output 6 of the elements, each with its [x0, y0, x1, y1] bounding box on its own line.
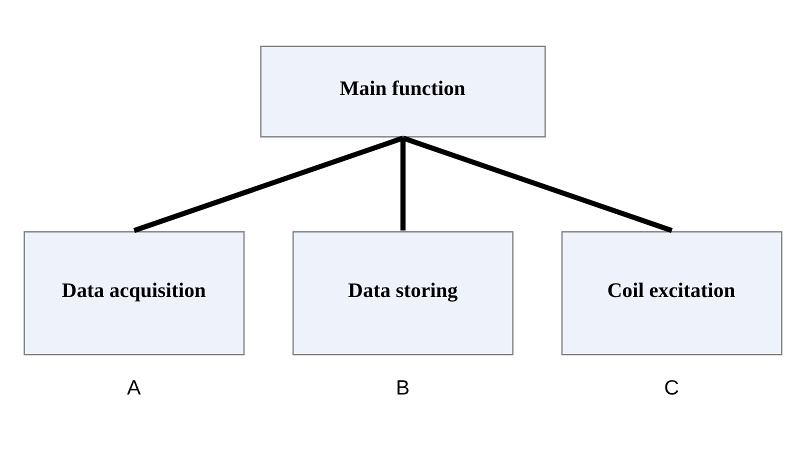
- connector: [400, 138, 406, 230]
- connector: [402, 135, 673, 232]
- node-label: C: [664, 376, 680, 399]
- node-label: B: [396, 376, 410, 399]
- node-label: A: [127, 376, 141, 399]
- connector: [133, 135, 404, 232]
